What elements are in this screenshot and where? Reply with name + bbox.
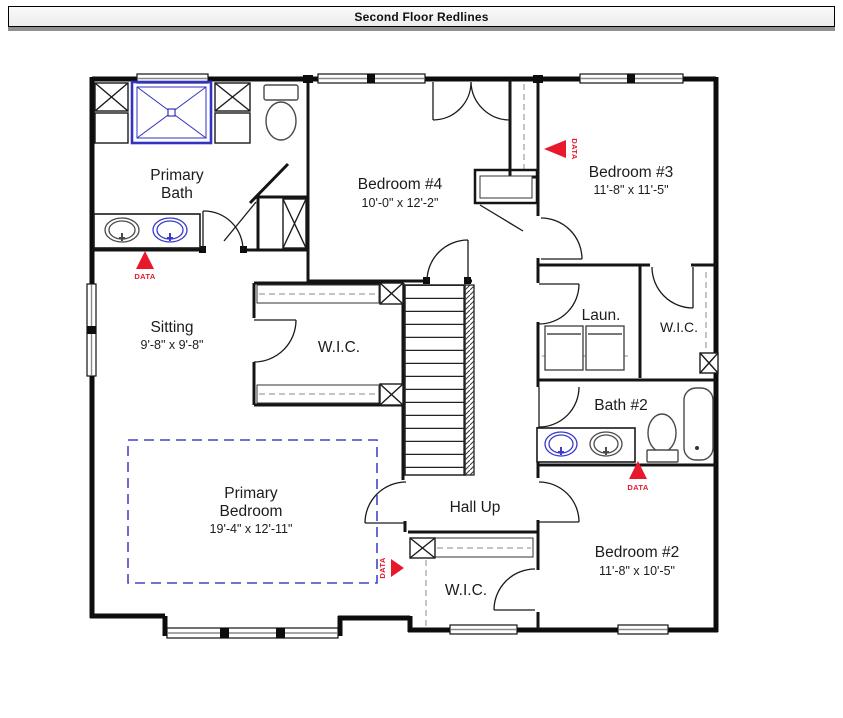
data-marker-bath2: DATA — [627, 461, 649, 492]
data-marker-label: DATA — [627, 483, 649, 492]
wic1-post-bottom — [379, 383, 404, 406]
wic3-post — [699, 352, 719, 374]
window-mullions — [87, 74, 635, 638]
stairs — [404, 284, 475, 476]
sink-left — [104, 217, 140, 243]
page-title: Second Floor Redlines — [354, 9, 489, 24]
title-bar: Second Floor Redlines — [8, 6, 835, 27]
wic2-post — [409, 537, 436, 559]
toilet-primary-bath — [263, 84, 299, 141]
room-label-laundry: Laun. — [582, 307, 621, 324]
room-label-bedroom3: Bedroom #3 — [589, 164, 673, 181]
bath-closet-box — [282, 198, 307, 249]
vanity-primary-bath — [93, 213, 201, 249]
room-label-bedroom4: Bedroom #4 — [358, 176, 443, 193]
data-marker-primary-bedroom: DATA — [378, 557, 404, 579]
room-label-wic-bedroom2: W.I.C. — [445, 582, 487, 599]
room-label-hall-up: Hall Up — [450, 499, 501, 516]
data-marker-bedroom3: DATA — [544, 138, 579, 160]
wic1-post-top — [379, 282, 404, 305]
data-marker-label: DATA — [134, 272, 156, 281]
room-label-sitting: Sitting — [150, 319, 193, 336]
bathtub — [683, 387, 714, 461]
doors — [202, 81, 694, 611]
redline-rectangle — [127, 439, 378, 584]
room-dims-sitting: 9'-8" x 9'-8" — [141, 338, 204, 352]
room-label-primary-bath-line2: Bath — [161, 185, 193, 202]
sink-dark-bath2 — [589, 431, 623, 457]
room-dims-bedroom3: 11'-8" x 11'-5" — [593, 183, 668, 197]
room-dims-bedroom2: 11'-8" x 10'-5" — [599, 564, 675, 578]
room-label-bedroom2: Bedroom #2 — [595, 544, 679, 561]
room-dims-bedroom4: 10'-0" x 12'-2" — [362, 196, 439, 210]
closet-x-boxes — [94, 82, 719, 559]
room-label-primary-bedroom-line2: Bedroom — [220, 503, 283, 520]
room-label-primary-bedroom-line1: Primary — [224, 485, 278, 502]
title-bar-shadow — [8, 27, 835, 31]
vanity-bath2 — [536, 427, 636, 463]
room-label-wic-primary: W.I.C. — [318, 339, 360, 356]
room-label-bath2: Bath #2 — [594, 397, 647, 414]
sink-right-blue — [152, 217, 188, 243]
data-marker-label: DATA — [378, 557, 387, 579]
data-marker-label: DATA — [570, 138, 579, 160]
washer-dryer — [544, 325, 625, 371]
sink-blue-bath2 — [544, 431, 578, 457]
linen-box-right — [214, 82, 251, 144]
linen-box-left — [94, 82, 129, 144]
shower — [130, 80, 213, 145]
toilet-bath2 — [646, 413, 679, 463]
room-dims-primary-bedroom: 19'-4" x 12'-11" — [210, 522, 293, 536]
room-label-wic-bedroom3: W.I.C. — [660, 319, 698, 335]
data-marker-primary-bath: DATA — [134, 251, 156, 281]
closet-shelving — [256, 84, 707, 626]
room-label-primary-bath-line1: Primary — [150, 167, 204, 184]
room-labels: Primary Bath Bedroom #4 10'-0" x 12'-2" … — [141, 164, 699, 599]
